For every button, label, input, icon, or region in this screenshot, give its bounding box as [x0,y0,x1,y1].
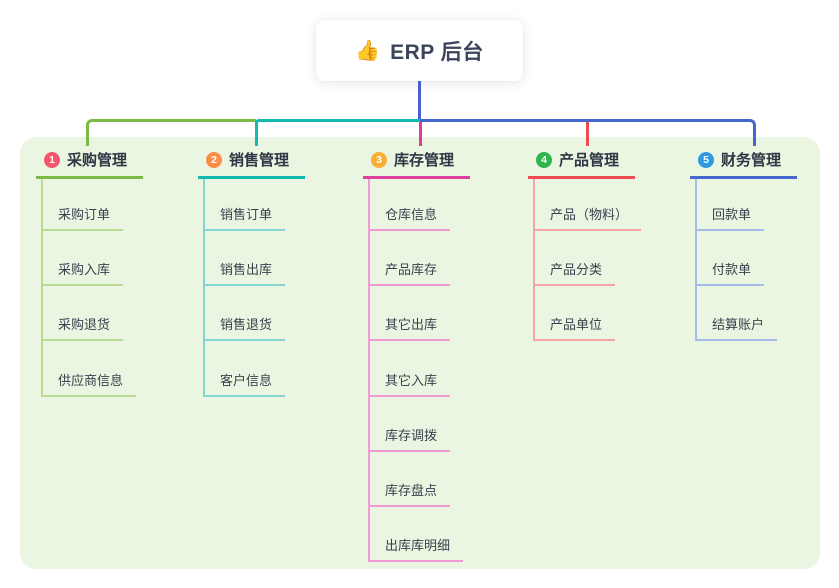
child-node[interactable]: 销售出库 [203,259,286,287]
branches-panel [20,137,820,569]
child-node[interactable]: 客户信息 [203,370,286,397]
branch-label: 财务管理 [721,152,782,169]
child-node[interactable]: 销售订单 [203,204,286,231]
child-node[interactable]: 产品（物料） [533,204,642,231]
branch-node-5[interactable]: 5 财务管理 [690,149,798,179]
branch-number-badge: 4 [536,151,552,168]
child-node[interactable]: 库存盘点 [368,480,451,507]
child-node[interactable]: 产品库存 [368,259,451,287]
branch-number-badge: 5 [698,151,714,168]
branch-child-spine [533,178,535,342]
child-node[interactable]: 付款单 [695,259,765,287]
branch-node-4[interactable]: 4 产品管理 [528,149,636,179]
child-node[interactable]: 出库库明细 [368,535,464,563]
branch-child-spine [41,178,43,397]
branch-label: 产品管理 [559,152,620,169]
branch3-connector-line [419,122,422,146]
branch-node-2[interactable]: 2 销售管理 [198,149,306,179]
child-node[interactable]: 库存调拨 [368,425,451,452]
branch-node-3[interactable]: 3 库存管理 [363,149,471,179]
branch2-connector-line [255,119,420,146]
branch-number-badge: 3 [371,151,387,168]
branch-child-spine [368,178,370,563]
root-connector-line [418,81,421,122]
branch-label: 销售管理 [229,152,290,169]
child-node[interactable]: 供应商信息 [41,370,137,397]
child-node[interactable]: 结算账户 [695,314,778,342]
child-node[interactable]: 产品分类 [533,259,616,287]
branch-node-1[interactable]: 1 采购管理 [36,149,144,179]
branch-child-spine [203,178,205,397]
branch-number-badge: 1 [44,151,60,168]
child-node[interactable]: 采购入库 [41,259,124,287]
branch-label: 库存管理 [394,152,455,169]
child-node[interactable]: 采购退货 [41,314,124,342]
child-node[interactable]: 仓库信息 [368,204,451,231]
branch-label: 采购管理 [67,152,128,169]
branch-child-spine [695,178,697,342]
child-node[interactable]: 销售退货 [203,314,286,342]
child-node[interactable]: 其它出库 [368,314,451,342]
child-node[interactable]: 采购订单 [41,204,124,231]
branch-number-badge: 2 [206,151,222,168]
child-node[interactable]: 产品单位 [533,314,616,342]
branch5-connector-line [420,119,756,146]
branch4-connector-line [586,122,589,146]
root-title: ERP 后台 [390,40,484,64]
branch1-connector-line [86,119,256,146]
root-node[interactable]: 👍 ERP 后台 [316,20,523,81]
child-node[interactable]: 回款单 [695,204,765,231]
child-node[interactable]: 其它入库 [368,370,451,397]
thumbs-up-icon: 👍 [355,39,381,62]
